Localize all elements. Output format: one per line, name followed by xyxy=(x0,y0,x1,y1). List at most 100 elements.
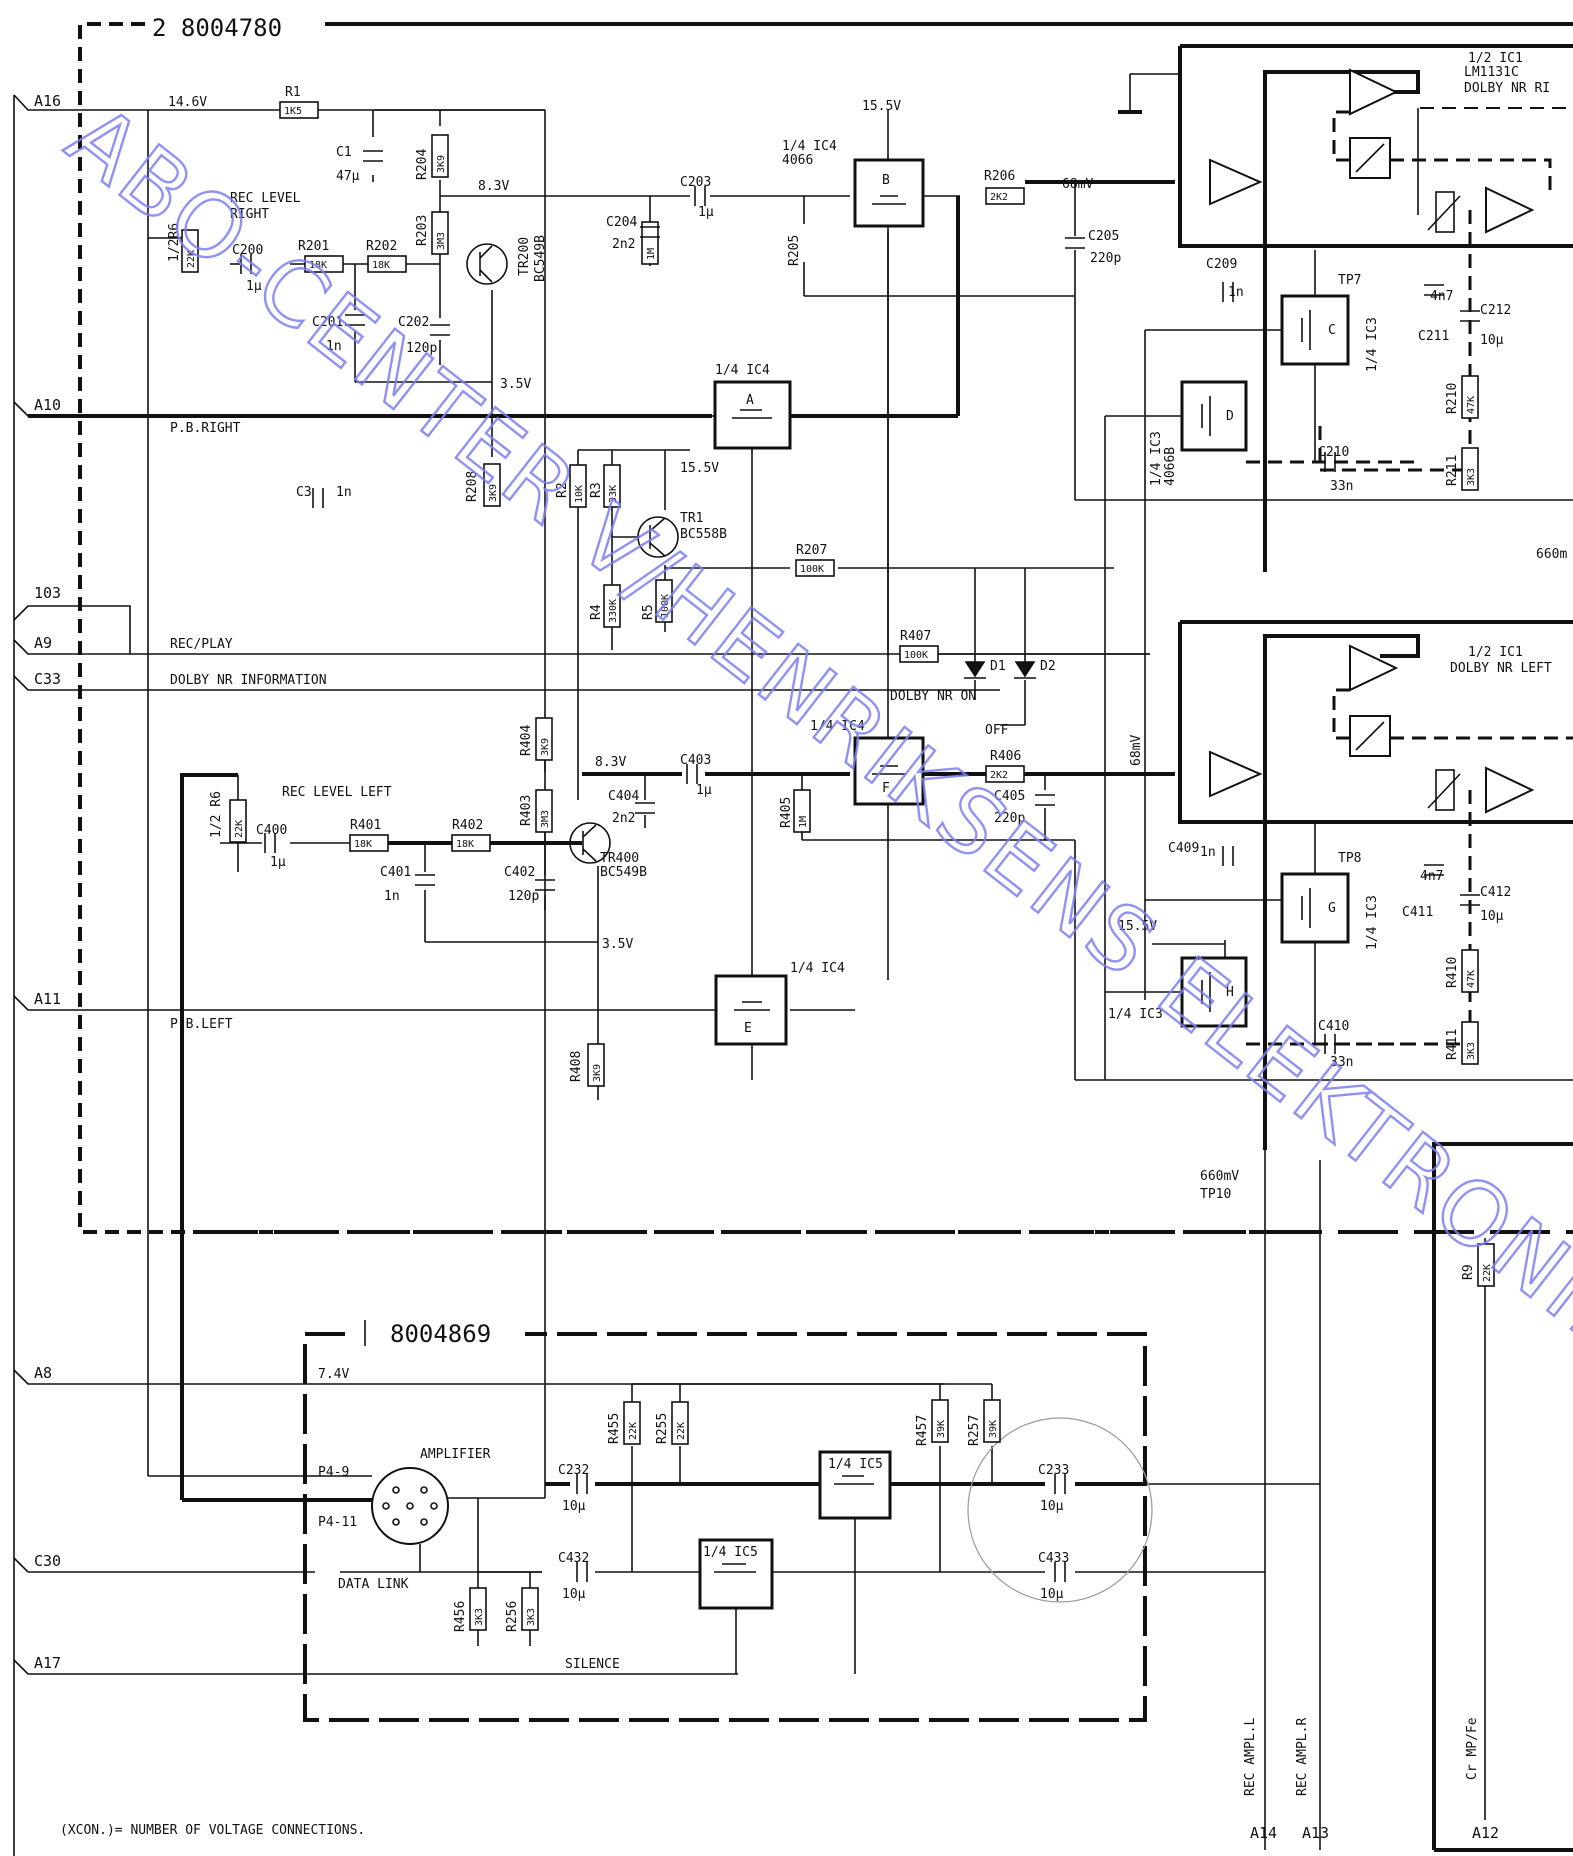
ic3-d-switch[interactable]: D xyxy=(1180,380,1248,452)
transistor-tr400[interactable] xyxy=(569,822,611,864)
capacitor-ref: C405 xyxy=(994,789,1025,804)
resistor-ref: R405 xyxy=(779,797,794,828)
ic1-left-block xyxy=(1178,620,1573,1150)
capacitor-value: 2n2 xyxy=(612,811,635,826)
resistor-ref: R455 xyxy=(607,1413,622,1444)
resistor-ref: R3 xyxy=(589,482,604,498)
ic4-f-label: 1/4 IC4 xyxy=(810,719,865,734)
capacitor-ref: C211 xyxy=(1418,329,1449,344)
ic4-b-label-1: 1/4 IC4 xyxy=(782,139,837,154)
ic3-c-switch[interactable]: C xyxy=(1280,294,1350,366)
tr200-label: TR200 xyxy=(517,237,532,276)
transistor-tr200[interactable] xyxy=(466,243,508,285)
tr400-type: BC549B xyxy=(600,865,647,880)
voltage-3-5v-right: 3.5V xyxy=(500,377,531,392)
ic5-a-label: 1/4 IC5 xyxy=(828,1457,883,1472)
ic4-e-switch[interactable]: E xyxy=(714,974,788,1046)
capacitor-value: 47µ xyxy=(336,169,360,184)
resistor-value: 3M3 xyxy=(436,232,447,250)
label-cr-mp-fe: Cr MP/Fe xyxy=(1465,1717,1480,1780)
resistor-ref: R202 xyxy=(366,239,397,254)
ic4-f-switch[interactable]: F xyxy=(853,736,925,806)
testpoint-tp8: TP8 xyxy=(1338,851,1361,866)
capacitor-value: 33n xyxy=(1330,1055,1353,1070)
ic4-b-switch[interactable]: B xyxy=(853,158,925,228)
ic4-a-switch[interactable]: A xyxy=(713,380,792,450)
ic5-b-switch[interactable] xyxy=(698,1538,774,1610)
amplifier-connector[interactable] xyxy=(371,1467,449,1545)
ic3-h-switch[interactable]: H xyxy=(1180,956,1248,1028)
signal-rec-play: REC/PLAY xyxy=(170,637,233,652)
label-dolby-nr-on: DOLBY NR ON xyxy=(890,689,976,704)
label-rec-level-right-1: REC LEVEL xyxy=(230,191,301,206)
resistor-value: 1M xyxy=(646,248,657,260)
transistor-tr1[interactable] xyxy=(637,516,679,558)
ic3-g-switch[interactable]: G xyxy=(1280,872,1350,944)
resistor-value: 18K xyxy=(309,260,327,271)
resistor-value: 1M xyxy=(798,816,809,828)
resistor-r405[interactable]: 1M R405 xyxy=(779,789,811,833)
capacitor-ref: C200 xyxy=(232,243,263,258)
svg-text:E: E xyxy=(744,1021,752,1036)
